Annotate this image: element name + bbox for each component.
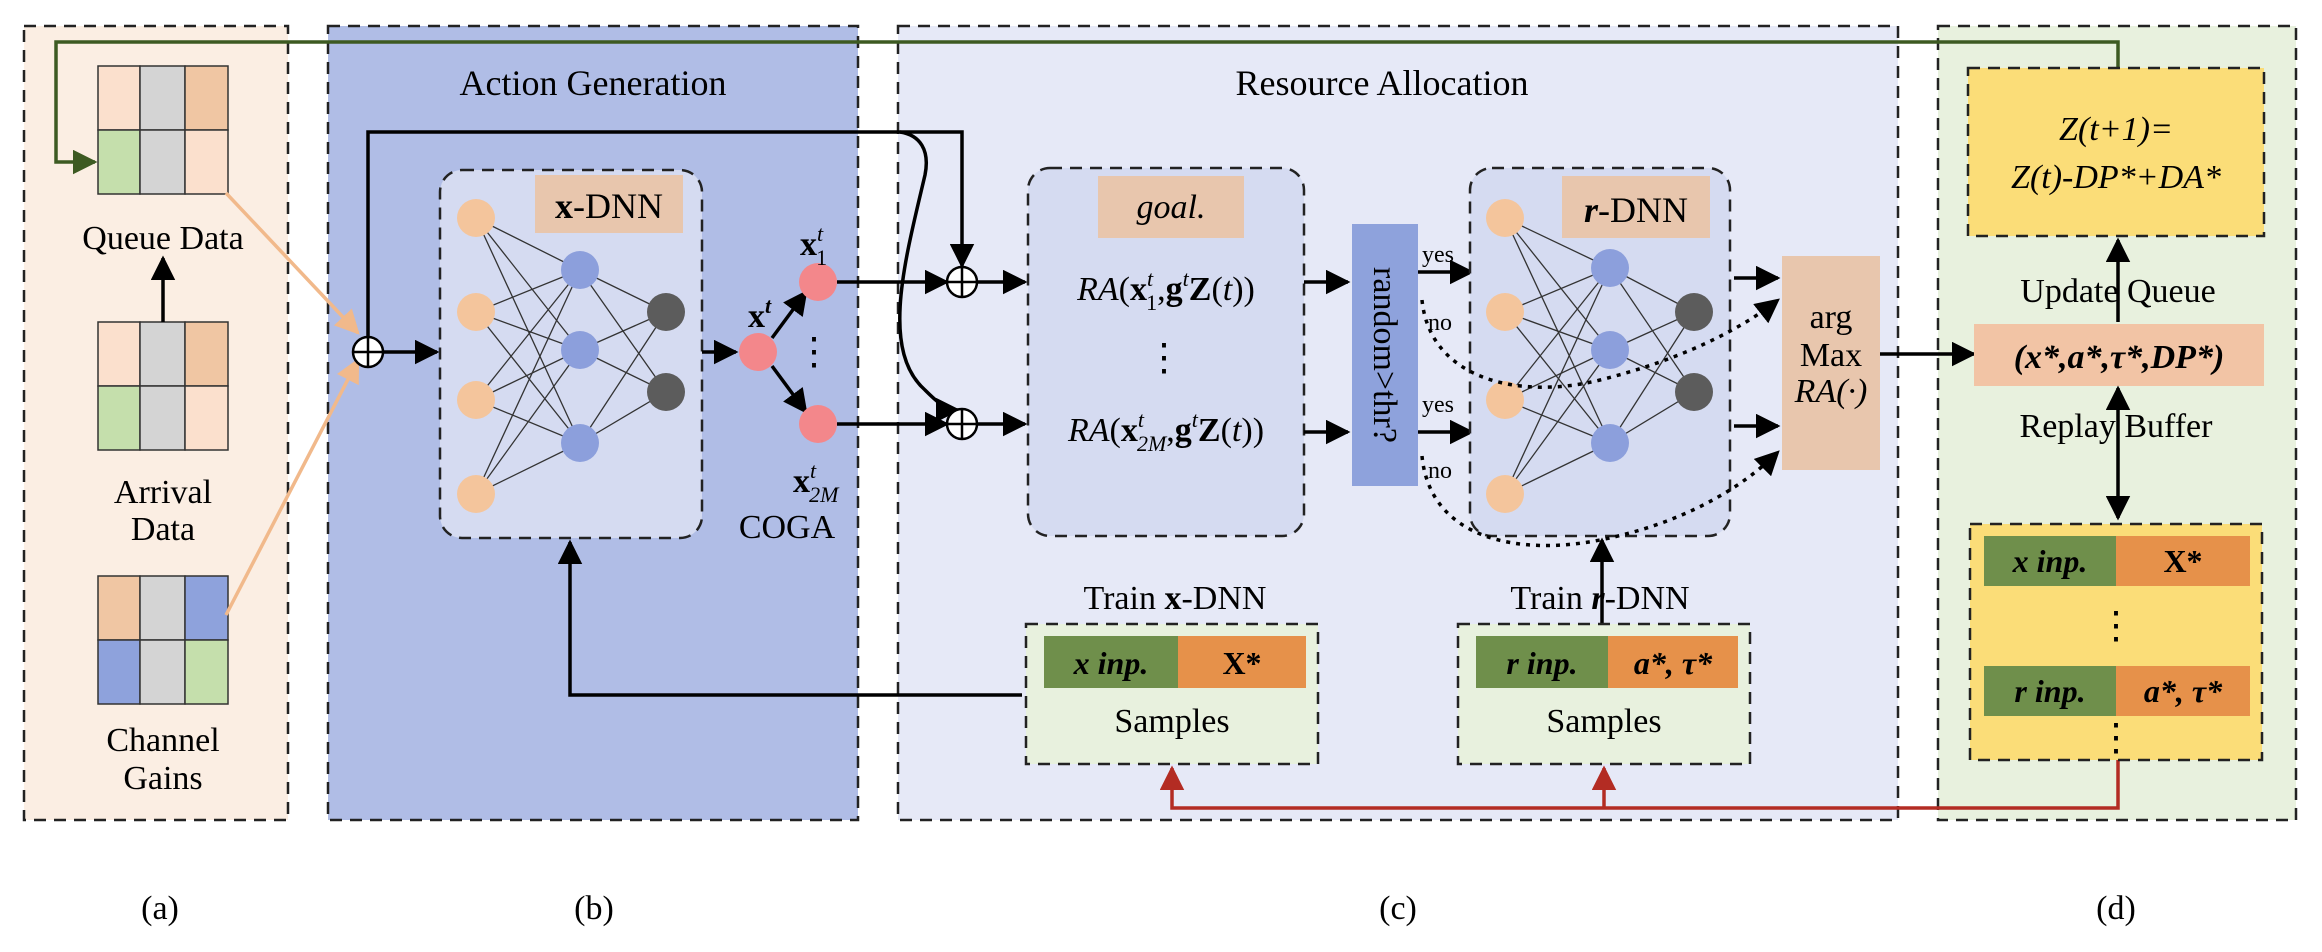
arrival-label-line2: Data bbox=[131, 511, 195, 548]
x2m-node bbox=[799, 405, 837, 443]
queue-to-concat-arrow bbox=[224, 191, 360, 335]
channel-label-line2: Gains bbox=[123, 760, 202, 797]
buffer-x-star-cell bbox=[2116, 536, 2250, 586]
queue-update-line2: Z(t)-DP*+DA* bbox=[2011, 159, 2221, 196]
buffer-a-tau-text: a*, τ* bbox=[2144, 673, 2223, 709]
xt-to-x1-arrow bbox=[770, 290, 808, 340]
rdnn-label: r-DNN bbox=[1584, 190, 1688, 230]
buffer-x-inp-cell bbox=[1984, 536, 2116, 586]
buffer-r-inp-cell bbox=[1984, 666, 2116, 716]
sum-node-1 bbox=[945, 265, 979, 299]
train-xdnn-label: Train x-DNN bbox=[1084, 580, 1267, 617]
xdnn-samples-star-text: X* bbox=[1222, 645, 1261, 681]
argmax-line3: RA(·) bbox=[1794, 373, 1868, 410]
yes-label-1: yes bbox=[1422, 242, 1454, 268]
no-label-2: no bbox=[1428, 458, 1452, 484]
action-generation-title: Action Generation bbox=[460, 63, 727, 103]
rdnn-samples-label: Samples bbox=[1546, 703, 1661, 740]
xdnn-nodes bbox=[457, 199, 685, 513]
train-rdnn-label: Train r-DNN bbox=[1510, 580, 1689, 617]
no-bypass-curve-1 bbox=[1420, 298, 1780, 389]
x1-node bbox=[799, 263, 837, 301]
decision-label: random>thr? bbox=[1366, 267, 1403, 443]
goal-label: goal. bbox=[1137, 189, 1206, 226]
buffer-ellipsis-1: ⋮ bbox=[2097, 605, 2135, 647]
channel-to-concat-arrow bbox=[224, 357, 360, 616]
arrival-data-grid bbox=[97, 321, 229, 451]
buffer-ellipsis-2: ⋮ bbox=[2097, 717, 2135, 759]
goal-box bbox=[1026, 166, 1306, 538]
buffer-r-inp-text: r inp. bbox=[2014, 673, 2085, 709]
goal-label-bg bbox=[1098, 176, 1244, 238]
yes-label-2: yes bbox=[1422, 392, 1454, 418]
sum-node-2 bbox=[945, 407, 979, 441]
rdnn-nodes bbox=[1486, 199, 1713, 513]
xdnn-label: x-DNN bbox=[555, 186, 663, 226]
rdnn-samples-inp-cell bbox=[1476, 636, 1608, 688]
argmax-line2: Max bbox=[1800, 337, 1862, 374]
xdnn-samples-label: Samples bbox=[1114, 703, 1229, 740]
panel-label-a: (a) bbox=[141, 890, 179, 927]
panel-label-b: (b) bbox=[574, 890, 614, 927]
concat-node bbox=[351, 335, 385, 369]
channel-gains-grid bbox=[97, 575, 229, 705]
panel-label-c: (c) bbox=[1379, 890, 1417, 927]
rdnn-label-bg bbox=[1562, 176, 1710, 238]
replay-to-samples-line bbox=[1159, 760, 2120, 810]
state-skip-line bbox=[366, 130, 975, 337]
queue-update-box bbox=[1966, 66, 2266, 238]
xdnn-samples-inp-cell bbox=[1044, 636, 1178, 688]
xdnn-train-feedback bbox=[557, 539, 1022, 697]
tuple-bg bbox=[1974, 324, 2264, 386]
rdnn-samples-star-cell bbox=[1608, 636, 1738, 688]
buffer-x-star-text: X* bbox=[2163, 543, 2202, 579]
rdnn-samples-star-text: a*, τ* bbox=[1634, 645, 1713, 681]
ra-ellipsis: ⋮ bbox=[1145, 337, 1183, 379]
decision-box bbox=[1352, 224, 1418, 486]
update-queue-label: Update Queue bbox=[2020, 273, 2215, 310]
buffer-x-inp-text: x inp. bbox=[2012, 543, 2088, 579]
coga-label: COGA bbox=[739, 509, 836, 546]
tuple-label: (x*,a*,τ*,DP*) bbox=[2014, 339, 2225, 376]
arrival-label-line1: Arrival bbox=[114, 474, 212, 511]
x-ellipsis: ⋮ bbox=[795, 331, 833, 373]
queue-data-grid bbox=[97, 65, 229, 195]
state-skip-curve bbox=[898, 130, 961, 423]
queue-data-label: Queue Data bbox=[82, 220, 243, 257]
panel-label-d: (d) bbox=[2096, 890, 2136, 927]
xt-node bbox=[739, 333, 777, 371]
queue-feedback-line bbox=[54, 40, 2120, 175]
argmax-line1: arg bbox=[1810, 299, 1853, 336]
rdnn-samples-inp-text: r inp. bbox=[1506, 645, 1577, 681]
xt-to-x2m-arrow bbox=[770, 364, 808, 414]
argmax-box bbox=[1782, 256, 1880, 470]
queue-update-line1: Z(t+1)= bbox=[2059, 111, 2173, 148]
xdnn-samples-inp-text: x inp. bbox=[1073, 645, 1149, 681]
buffer-a-tau-cell bbox=[2116, 666, 2250, 716]
channel-label-line1: Channel bbox=[106, 722, 219, 759]
resource-allocation-title: Resource Allocation bbox=[1236, 63, 1529, 103]
xdnn-samples-star-cell bbox=[1178, 636, 1306, 688]
xdnn-label-bg bbox=[535, 175, 683, 233]
